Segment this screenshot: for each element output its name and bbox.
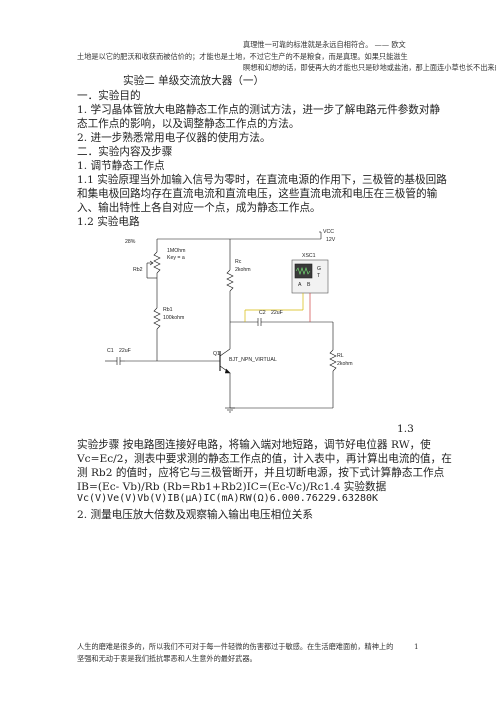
vcc-value: 12V (326, 237, 336, 243)
section-heading-objective: 一．实验目的 (77, 90, 141, 102)
vcc-label: VCC (323, 229, 334, 235)
scope-t: T (317, 273, 321, 279)
section-heading-gain: 2. 测量电压放大倍数及观察输入输出电压相位关系 (77, 509, 313, 521)
paragraph: 测 Rb2 的值时，应将它与三极管断开，并且切断电源，按下式计算静态工作点 (77, 467, 445, 479)
data-line: Vc(V)Ve(V)Vb(V)IB(μA)IC(mA)RW(Ω)6.000.76… (77, 493, 379, 504)
header-quote-1: 真理惟一可靠的标准就是永远自相符合。 —— 欧文 (243, 40, 406, 49)
subsection-heading: 1.2 实验电路 (77, 216, 140, 228)
c1-value: 22uF (119, 348, 131, 354)
paragraph: 2. 进一步熟悉常用电子仪器的使用方法。 (77, 132, 271, 144)
paragraph: 态工作点的影响，以及调整静态工作点的方法。 (77, 118, 300, 130)
scope-b: B (307, 282, 311, 288)
rb1-value: 100kohm (163, 315, 184, 321)
rl-label: RL (337, 353, 344, 359)
header-quote-3: 瞑想和幻想的话，即使再大的才能也只是砂地或盐池，那上面连小草也长不出来的。 (243, 63, 496, 72)
paragraph: 1. 学习晶体管放大电路静态工作点的测试方法，进一步了解电路元件参数对静 (77, 104, 441, 116)
footer-quote-2: 坚强和无动于衷是我们抵抗罪恶和人生意外的最好武器。 (77, 654, 257, 663)
rb1-label: Rb1 (163, 307, 173, 313)
rb2-label: Rb2 (133, 267, 143, 273)
footer-quote-1: 人生的磨难是很多的，所以我们不可对于每一件轻微的伤害都过于敏感。在生活磨难面前，… (77, 642, 394, 651)
subsection-heading: 1. 调节静态工作点 (77, 160, 165, 172)
formula-line: IB=(Ec- Vb)/Rb (Rb=Rb1+Rb2)IC=(Ec-Vc)/Rc… (77, 481, 387, 493)
section-heading-content: 二．实验内容及步骤 (77, 146, 173, 158)
paragraph: 入、输出特性上各自对应一个点，成为静态工作点。 (77, 202, 321, 214)
c2-value: 22uF (271, 310, 283, 316)
scope-label: XSC1 (302, 253, 316, 259)
rc-label: Rc (235, 259, 242, 265)
paragraph: Vc=Ec/2，测表中要求测的静态工作点的值，计入表中，再计算出电流的值，在 (77, 453, 452, 465)
pot-percent: 28% (125, 239, 136, 245)
scope-a: A (298, 282, 302, 288)
page-number: 1 (414, 642, 419, 651)
q1-type: BJT_NPN_VIRTUAL (229, 357, 277, 363)
page-title: 实验二 单级交流放大器（一） (123, 75, 265, 87)
paragraph: 和集电极回路均存在直流电流和直流电压，这些直流电流和电压在三极管的输 (77, 188, 438, 200)
rc-value: 2kohm (235, 267, 251, 273)
scope-g: G (317, 266, 321, 272)
pot-key: Key = a (167, 255, 185, 261)
c2-label: C2 (259, 310, 266, 316)
circuit-diagram: VCC 12V XSC1 28% 1MOhm Key = a Rb2 Rc 2k… (105, 229, 353, 413)
figure-number: 1.3 (397, 423, 414, 435)
q1-label: Q1 (213, 351, 220, 357)
paragraph: 1.1 实验原理当外加输入信号为零时，在直流电源的作用下，三极管的基极回路 (77, 174, 447, 186)
paragraph: 实验步骤 按电路图连接好电路，将输入端对地短路，调节好电位器 RW，使 (77, 439, 431, 451)
rl-value: 2kohm (337, 361, 353, 367)
c1-label: C1 (107, 348, 114, 354)
pot-value: 1MOhm (167, 248, 185, 254)
header-quote-2: 土地是以它的肥沃和收获而被估价的；才能也是土地，不过它生产的不是粮食，而是真理。… (77, 52, 408, 61)
